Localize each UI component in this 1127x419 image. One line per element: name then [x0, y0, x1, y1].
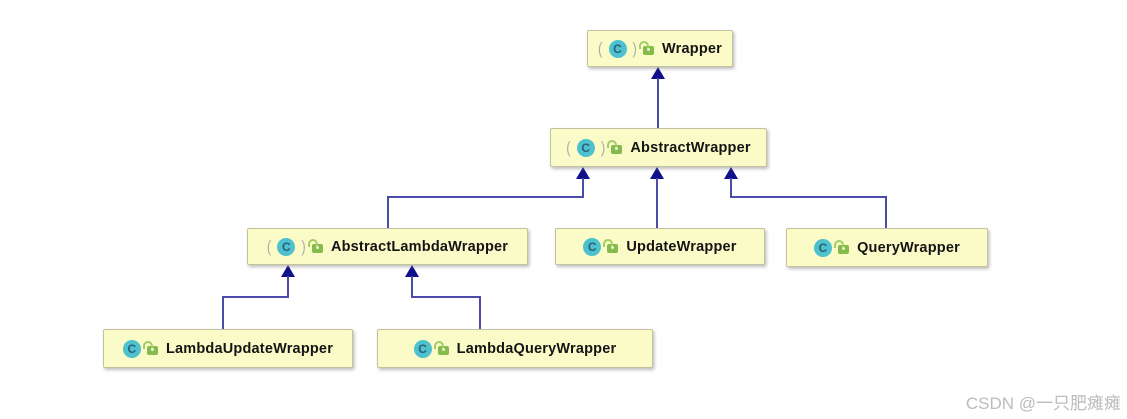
class-node-wrapper[interactable]: ( C) Wrapper — [587, 30, 733, 67]
public-visibility-lock-icon — [603, 238, 619, 253]
class-node-lambdaquerywrapper[interactable]: C LambdaQueryWrapper — [377, 329, 653, 368]
abstract-marker: ) — [301, 237, 306, 256]
public-visibility-lock-icon — [607, 139, 623, 154]
inheritance-arrowhead — [650, 167, 664, 179]
inheritance-arrowhead — [724, 167, 738, 179]
class-node-updatewrapper[interactable]: C UpdateWrapper — [555, 228, 765, 265]
public-visibility-lock-icon — [433, 340, 449, 355]
class-icon: C — [277, 237, 296, 256]
class-icon: C — [814, 238, 833, 257]
inheritance-edge-line — [730, 178, 732, 198]
inheritance-edge-line — [411, 296, 481, 298]
class-node-abstractlambdawrapper[interactable]: ( C) AbstractLambdaWrapper — [247, 228, 528, 265]
abstract-marker: ( — [566, 138, 571, 157]
class-icon: C — [583, 237, 602, 256]
abstract-marker: ) — [600, 138, 606, 157]
class-icon: C — [608, 39, 627, 58]
class-icon: C — [413, 339, 432, 358]
class-node-abstractwrapper[interactable]: ( C) AbstractWrapper — [550, 128, 767, 167]
public-visibility-lock-icon — [142, 340, 158, 355]
inheritance-edge-line — [287, 276, 289, 298]
inheritance-edge-line — [411, 276, 413, 298]
inheritance-edge-line — [387, 196, 389, 228]
inheritance-arrowhead — [576, 167, 590, 179]
class-icon: C — [576, 138, 595, 157]
class-node-lambdaupdatewrapper[interactable]: C LambdaUpdateWrapper — [103, 329, 353, 368]
class-node-label: LambdaQueryWrapper — [456, 340, 617, 357]
inheritance-edge-line — [885, 196, 887, 228]
class-node-label: AbstractLambdaWrapper — [330, 238, 509, 255]
inheritance-edge-line — [222, 296, 289, 298]
inheritance-edge-line — [387, 196, 584, 198]
class-node-label: UpdateWrapper — [626, 238, 737, 255]
class-node-label: LambdaUpdateWrapper — [165, 340, 334, 357]
public-visibility-lock-icon — [307, 238, 323, 253]
inheritance-edge-line — [479, 296, 481, 329]
abstract-marker: ( — [597, 39, 603, 58]
inheritance-arrowhead — [281, 265, 295, 277]
class-node-label: AbstractWrapper — [630, 139, 751, 156]
inheritance-arrowhead — [651, 67, 665, 79]
public-visibility-lock-icon — [834, 239, 850, 254]
class-icon: C — [122, 339, 141, 358]
abstract-marker: ( — [266, 237, 272, 256]
inheritance-edge-line — [730, 196, 887, 198]
inheritance-edge-line — [656, 178, 658, 228]
class-node-label: QueryWrapper — [857, 239, 960, 256]
csdn-watermark: CSDN @一只肥瘫瘫 — [965, 394, 1121, 413]
public-visibility-lock-icon — [639, 40, 655, 55]
inheritance-arrowhead — [405, 265, 419, 277]
class-node-querywrapper[interactable]: C QueryWrapper — [786, 228, 988, 267]
abstract-marker: ) — [632, 39, 638, 58]
inheritance-edge-line — [657, 78, 659, 128]
inheritance-edge-line — [222, 296, 224, 329]
inheritance-edge-line — [582, 178, 584, 198]
class-node-label: Wrapper — [662, 40, 722, 57]
